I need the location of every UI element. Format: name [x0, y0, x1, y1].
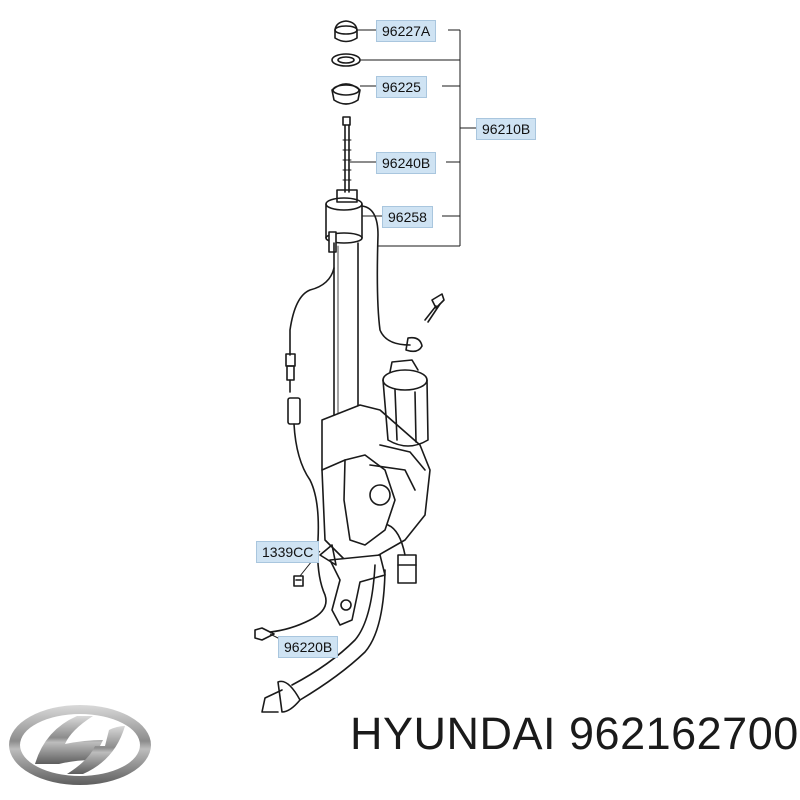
- antenna-tube-part: [325, 197, 363, 426]
- grommet-part: [334, 20, 358, 43]
- washer-part: [331, 53, 361, 67]
- hyundai-logo-icon: [9, 705, 151, 785]
- callout-1339cc: 1339CC: [256, 541, 320, 563]
- screw-part: [293, 575, 304, 587]
- callout-96240b: 96240B: [376, 152, 437, 174]
- drain-hose-part: [261, 564, 386, 713]
- bezel-nut-part: [331, 83, 361, 105]
- callout-96227a: 96227A: [376, 20, 437, 42]
- callout-96258: 96258: [382, 206, 433, 228]
- motor-housing-part: [321, 404, 431, 561]
- connector-part: [387, 524, 417, 584]
- mount-bracket-part: [319, 544, 386, 626]
- antenna-lead-upper: [289, 267, 335, 356]
- bolt-part: [424, 293, 445, 323]
- brand-part-number-caption: HYUNDAI 9621627000: [350, 708, 800, 759]
- callout-96210b: 96210B: [476, 118, 537, 140]
- antenna-mast-part: [336, 116, 358, 203]
- motor-part: [382, 359, 429, 447]
- callout-96225: 96225: [376, 76, 427, 98]
- callout-96220b: 96220B: [278, 636, 339, 658]
